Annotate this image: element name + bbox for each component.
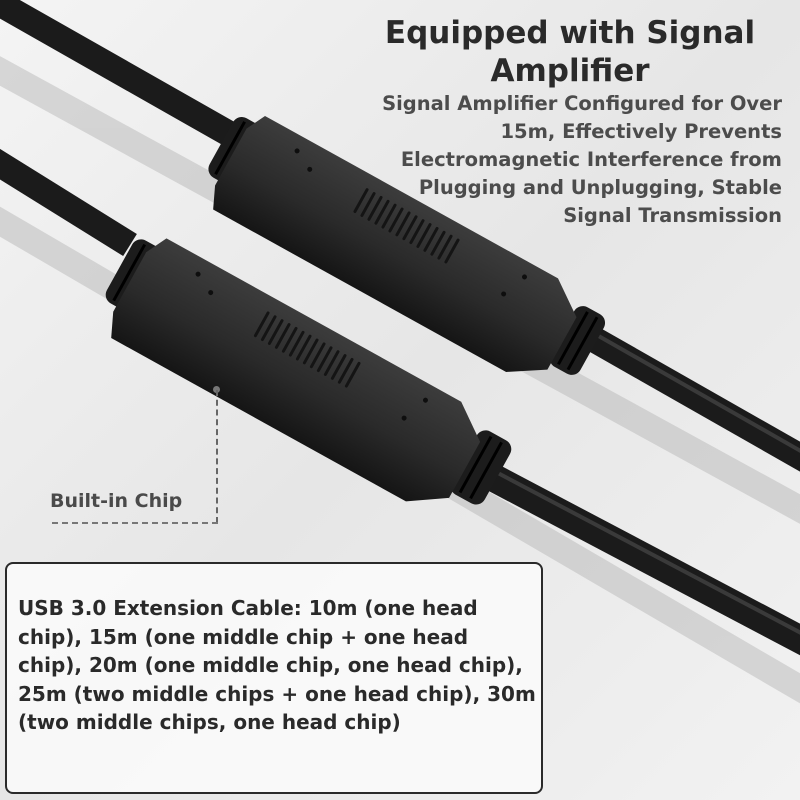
built-in-chip-label: Built-in Chip — [50, 490, 183, 512]
upper-cable — [0, 0, 800, 472]
lower-cable — [0, 148, 800, 656]
headline-subtitle: Signal Amplifier Configured for Over 15m… — [382, 92, 782, 227]
spec-box: USB 3.0 Extension Cable: 10m (one head c… — [5, 562, 543, 794]
headline-title: Equipped with Signal Amplifier — [384, 15, 756, 89]
callout-underline — [52, 522, 218, 524]
spec-text: USB 3.0 Extension Cable: 10m (one head c… — [18, 596, 536, 734]
callout-leader-line — [216, 390, 218, 523]
upper-amplifier — [208, 115, 606, 375]
callout-anchor-dot — [213, 386, 220, 393]
lower-amplifier — [105, 238, 512, 505]
